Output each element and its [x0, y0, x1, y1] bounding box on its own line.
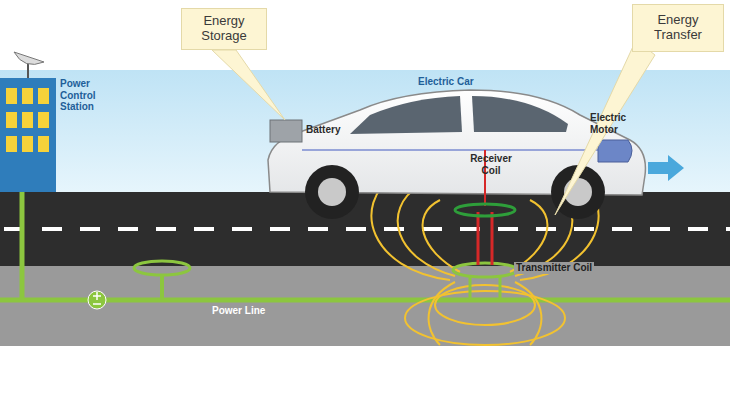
car-window	[472, 96, 568, 132]
window	[6, 112, 17, 128]
lane-dash	[498, 227, 518, 231]
callout-text: Energy Storage	[190, 14, 258, 44]
lane-dash	[80, 227, 100, 231]
motion-arrow	[648, 155, 684, 181]
lane-dash	[232, 227, 252, 231]
lane-dash	[346, 227, 366, 231]
feed-line	[20, 190, 25, 300]
part-label: Receiver Coil	[466, 153, 516, 176]
coil-feed	[160, 275, 164, 300]
part-label: Power Line	[212, 305, 265, 317]
minus-sign	[93, 303, 101, 305]
electric-motor	[598, 140, 632, 162]
lane-dashes	[4, 227, 730, 231]
window	[38, 88, 49, 104]
idle-coil	[134, 261, 190, 275]
lane-dash	[422, 227, 442, 231]
part-label: Electric Motor	[590, 112, 640, 135]
lane-dash	[308, 227, 328, 231]
coil-feed	[499, 277, 502, 300]
lane-dash	[726, 227, 730, 231]
flux-line	[491, 212, 494, 265]
callout-box: Energy Storage	[181, 8, 267, 50]
part-label: Battery	[306, 124, 340, 136]
window	[6, 88, 17, 104]
coil-feed	[469, 277, 472, 300]
windows	[6, 88, 49, 152]
receiver-coil	[455, 204, 515, 216]
lane-dash	[156, 227, 176, 231]
power-line	[0, 298, 730, 303]
callout-pointer	[555, 40, 655, 215]
window	[22, 112, 33, 128]
window	[6, 136, 17, 152]
transmitter-coil	[453, 263, 517, 277]
lane-dash	[574, 227, 594, 231]
wiring	[302, 149, 600, 151]
window	[38, 136, 49, 152]
satellite-dish	[14, 52, 44, 64]
lane-dash	[688, 227, 708, 231]
hubcap	[318, 178, 346, 206]
control-building	[0, 78, 56, 192]
window	[22, 88, 33, 104]
lane-dash	[270, 227, 290, 231]
callout-box: Energy Transfer	[632, 4, 724, 52]
lane-dash	[42, 227, 62, 231]
part-label: Power Control Station	[60, 78, 108, 113]
callout-text: Energy Transfer	[641, 13, 715, 43]
part-label: Electric Car	[418, 76, 474, 88]
lane-dash	[384, 227, 404, 231]
car-window	[350, 96, 462, 134]
lane-dash	[194, 227, 214, 231]
lane-dash	[118, 227, 138, 231]
battery-pack	[270, 120, 302, 142]
window	[38, 112, 49, 128]
supply-symbol	[88, 291, 106, 309]
flux-line	[477, 212, 480, 265]
lane-dash	[650, 227, 670, 231]
callout-pointer	[212, 50, 285, 120]
underground	[0, 266, 730, 346]
road	[0, 192, 730, 266]
lane-dash	[612, 227, 632, 231]
plus-sign	[96, 292, 98, 300]
part-label: Transmitter Coil	[514, 262, 594, 274]
window	[22, 136, 33, 152]
wheel	[305, 165, 359, 219]
